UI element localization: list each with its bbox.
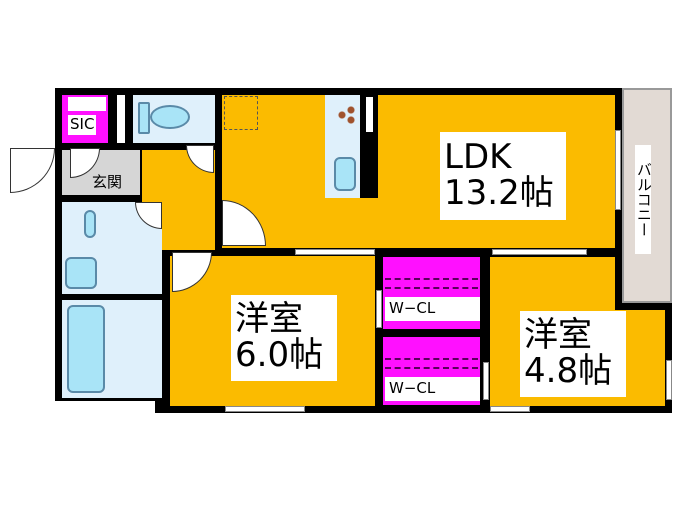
bathtub-icon <box>67 305 105 393</box>
sink-icon <box>84 210 96 238</box>
ldk-interior-window[interactable] <box>295 249 375 255</box>
ldk-size: 13.2帖 <box>444 173 554 213</box>
ldk-window-2[interactable] <box>492 249 587 255</box>
toilet-tank-icon <box>138 102 150 134</box>
balcony-label: バルコニー <box>635 145 653 254</box>
balcony-window[interactable] <box>615 130 621 210</box>
kitchen-sink-icon <box>334 157 356 191</box>
pipe-space <box>117 95 125 143</box>
sic-shelf <box>68 97 106 111</box>
closet-rail <box>385 358 478 360</box>
washing-machine-icon <box>65 257 97 289</box>
wcl1-door[interactable] <box>376 290 382 328</box>
kitchen-wall <box>360 95 378 198</box>
ldk-name: LDK <box>444 137 512 178</box>
western-room-4-8-name: 洋室 <box>524 315 592 356</box>
storage-hatch-icon <box>224 96 258 130</box>
side-window[interactable] <box>666 360 672 400</box>
western-room-4-8-window[interactable] <box>490 406 530 412</box>
kitchen-shelf <box>366 97 373 132</box>
toilet-bowl-icon <box>150 105 190 129</box>
closet-rail <box>385 287 478 289</box>
closet-rail <box>385 278 478 280</box>
western-room-6-name: 洋室 <box>235 299 303 340</box>
western-room-4-8-size: 4.8帖 <box>524 351 613 391</box>
wcl1-label: W−CL <box>385 297 480 321</box>
wcl2-door[interactable] <box>483 362 489 400</box>
western-room-6-window[interactable] <box>225 406 305 412</box>
entrance-label: 玄関 <box>92 173 123 192</box>
closet-rail <box>385 367 478 369</box>
sic-label: SIC <box>68 115 97 135</box>
entrance-door[interactable] <box>10 148 55 193</box>
western-room-6-label: 洋室 6.0帖 <box>231 295 337 381</box>
western-room-4-8-label: 洋室 4.8帖 <box>520 311 626 397</box>
wcl2-label: W−CL <box>385 377 480 401</box>
ldk-label: LDK 13.2帖 <box>440 132 566 220</box>
stove-icon <box>336 105 356 125</box>
western-room-6-size: 6.0帖 <box>235 335 324 375</box>
